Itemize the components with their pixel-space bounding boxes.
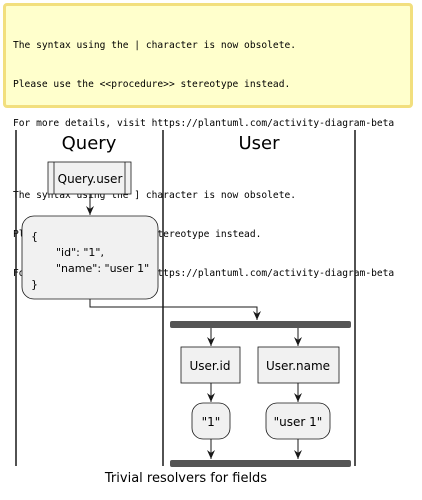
result-label: "user 1": [274, 415, 323, 429]
procedure-label: Query.user: [58, 172, 123, 186]
task-node-user-id: User.id: [180, 346, 241, 384]
warning-line: Please use the <<procedure>> stereotype …: [13, 79, 291, 90]
json-line: {: [31, 230, 38, 243]
task-label: User.name: [266, 359, 330, 373]
json-line: "id": "1",: [56, 246, 104, 259]
procedure-node: Query.user: [47, 161, 132, 195]
task-node-user-name: User.name: [257, 346, 340, 384]
json-line: "name": "user 1": [56, 262, 149, 275]
lane-title-query: Query: [62, 133, 117, 154]
json-node: { "id": "1", "name": "user 1" }: [21, 215, 159, 300]
fork-bar: [170, 321, 351, 328]
warning-line: The syntax using the | character is now …: [13, 40, 297, 51]
warning-line: For more details, visit https://plantuml…: [13, 118, 395, 129]
join-bar: [170, 460, 351, 467]
result-node-name: "user 1": [265, 402, 331, 440]
warning-line: The syntax using the ] character is now …: [13, 190, 297, 201]
result-label: "1": [202, 415, 221, 429]
diagram-caption: Trivial resolvers for fields: [104, 471, 267, 486]
task-label: User.id: [189, 359, 230, 373]
flow-arrow: [89, 299, 261, 320]
result-node-id: "1": [191, 402, 231, 440]
lane-title-user: User: [238, 133, 280, 154]
warning-box: The syntax using the | character is now …: [3, 3, 413, 279]
json-line: }: [31, 278, 38, 291]
